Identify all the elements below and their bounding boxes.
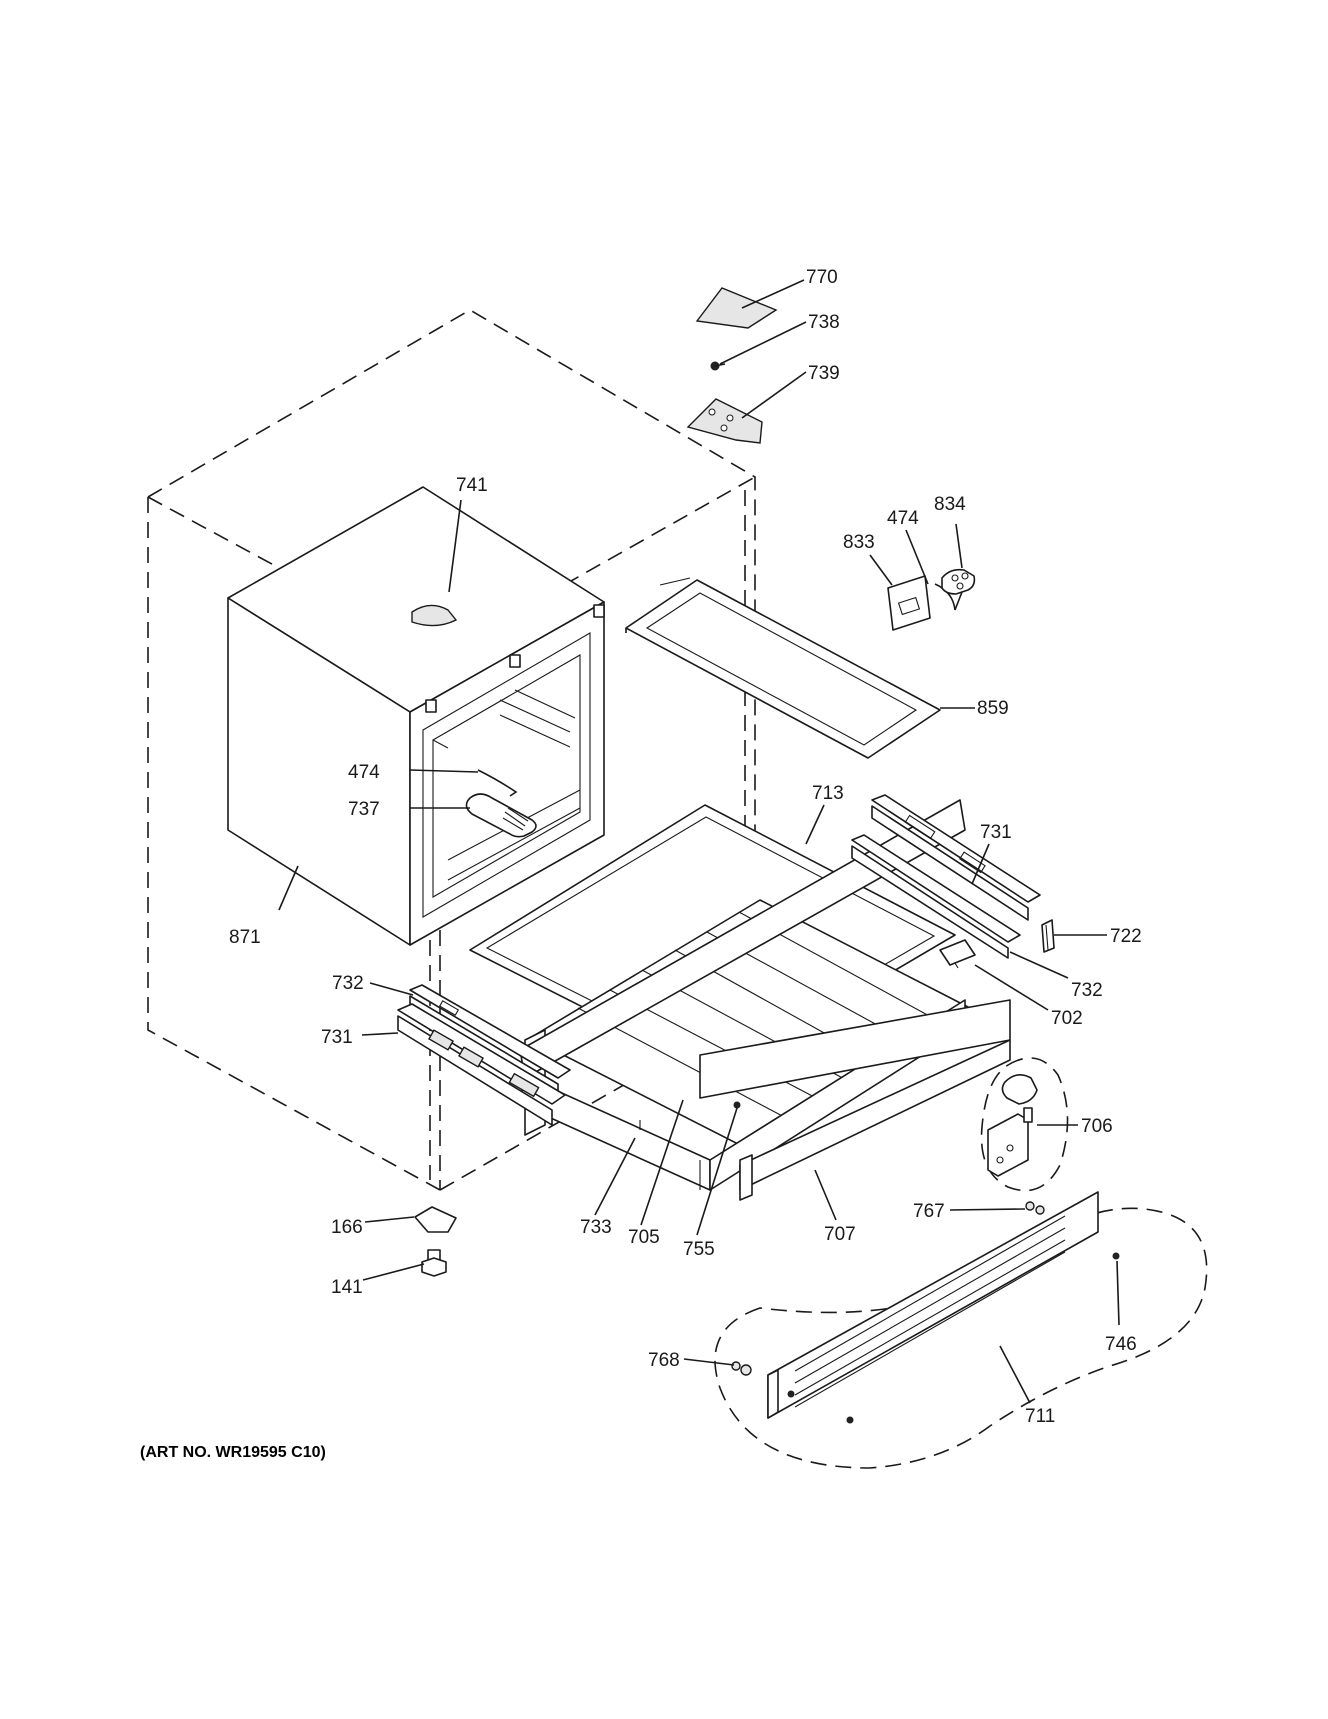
callout-722: 722 xyxy=(1110,926,1142,947)
lamp-cover-741 xyxy=(411,604,458,627)
wire-474-inner xyxy=(477,769,518,797)
hinge-assembly-706 xyxy=(980,1057,1069,1192)
art-number: (ART NO. WR19595 C10) xyxy=(140,1444,326,1461)
callout-767: 767 xyxy=(913,1201,945,1222)
drawer-front-707 xyxy=(699,999,1011,1201)
callout-141: 141 xyxy=(331,1277,363,1298)
callout-834: 834 xyxy=(934,494,966,515)
screw-755 xyxy=(733,1101,741,1109)
light-socket-737 xyxy=(465,793,537,838)
wire-474-top xyxy=(934,583,963,611)
shelf-859 xyxy=(625,577,941,759)
callout-755: 755 xyxy=(683,1239,715,1260)
callout-731-left: 731 xyxy=(321,1027,353,1048)
callout-733: 733 xyxy=(580,1217,612,1238)
callout-833: 833 xyxy=(843,532,875,553)
rail-stop-722 xyxy=(1041,919,1055,953)
leveling-leg-141 xyxy=(421,1249,447,1277)
slide-rail-731-left xyxy=(397,1003,566,1126)
callout-706: 706 xyxy=(1081,1116,1113,1137)
callout-711: 711 xyxy=(1025,1406,1055,1427)
slide-rail-731-right xyxy=(871,794,1041,921)
callout-707: 707 xyxy=(824,1224,856,1245)
bracket-166 xyxy=(414,1206,457,1233)
callout-labels: 770 738 739 741 474 834 833 859 474 737 … xyxy=(229,267,1142,1427)
callout-739: 739 xyxy=(808,363,840,384)
callout-731-right: 731 xyxy=(980,822,1012,843)
inner-liner-box xyxy=(227,486,605,946)
hinge-plate-739 xyxy=(686,398,763,444)
callout-474-inner: 474 xyxy=(348,762,380,783)
callout-738: 738 xyxy=(808,312,840,333)
callout-737: 737 xyxy=(348,799,380,820)
callout-859: 859 xyxy=(977,698,1009,719)
callout-713: 713 xyxy=(812,783,844,804)
slide-rail-732-right xyxy=(851,834,1021,959)
kickplate-grille-711 xyxy=(714,1191,1208,1469)
hinge-cover-770 xyxy=(695,287,778,329)
callout-871: 871 xyxy=(229,927,261,948)
callout-705: 705 xyxy=(628,1227,660,1248)
callout-166: 166 xyxy=(331,1217,363,1238)
callout-770: 770 xyxy=(806,267,838,288)
callout-741: 741 xyxy=(456,475,488,496)
callout-474-top: 474 xyxy=(887,508,919,529)
callout-702: 702 xyxy=(1051,1008,1083,1029)
callout-732-left: 732 xyxy=(332,973,364,994)
grille-slots xyxy=(794,1215,1066,1408)
screw-738 xyxy=(710,361,726,371)
connector-834 xyxy=(941,568,976,595)
control-board-833 xyxy=(887,575,931,631)
leader-lines xyxy=(278,279,1120,1404)
callout-746: 746 xyxy=(1105,1334,1137,1355)
callout-768: 768 xyxy=(648,1350,680,1371)
callout-732-right: 732 xyxy=(1071,980,1103,1001)
